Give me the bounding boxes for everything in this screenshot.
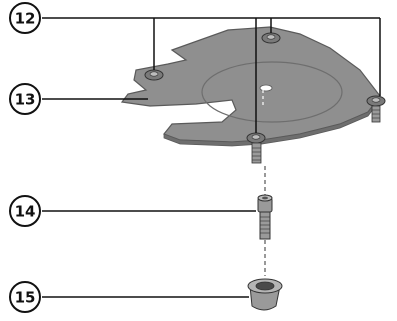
leader-lines — [42, 17, 381, 298]
callout-14: 14 — [9, 195, 41, 227]
collar-spacer — [247, 278, 283, 311]
bolt — [257, 194, 273, 240]
plate-center-hole — [259, 84, 273, 92]
callout-12: 12 — [9, 2, 41, 34]
plate-body — [120, 26, 381, 143]
callout-12-label: 12 — [15, 10, 36, 28]
callout-13: 13 — [9, 83, 41, 115]
plate-screw-front — [246, 132, 266, 164]
plate-recess — [201, 61, 343, 123]
callout-15-label: 15 — [15, 289, 36, 307]
callout-13-label: 13 — [15, 91, 36, 109]
plate-screw-rear — [261, 32, 281, 44]
callout-14-label: 14 — [15, 203, 36, 221]
plate-screw-left — [144, 69, 164, 81]
callout-15: 15 — [9, 281, 41, 313]
plate-screw-right — [366, 95, 386, 123]
mounting-plate — [120, 26, 381, 147]
